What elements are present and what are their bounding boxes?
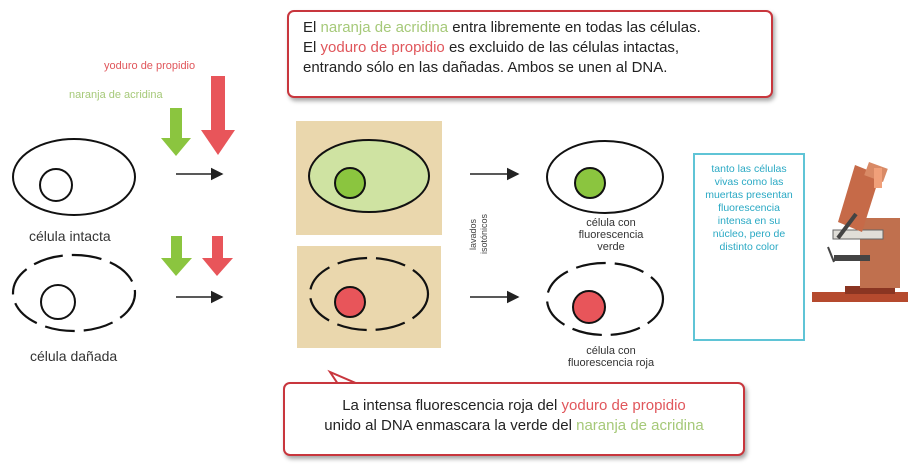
damaged-cell-caption: célula dañada xyxy=(30,348,118,364)
side-note-text: tanto las células vivas como las muertas… xyxy=(705,163,793,253)
bottom-note-line-2: unido al DNA enmascara la verde del nara… xyxy=(299,416,729,436)
propidium-label: yoduro de propidio xyxy=(104,60,196,72)
side-note-box: tanto las células vivas como las muertas… xyxy=(693,153,805,341)
stained-damaged-cell xyxy=(308,256,430,332)
wash-label: lavados isotónicos xyxy=(468,213,489,255)
red-fluorescent-cell xyxy=(545,261,665,337)
green-cell-caption: célula con fluorescencia verde xyxy=(578,217,644,253)
acridine-label: naranja de acridina xyxy=(69,89,163,101)
panel-damaged xyxy=(297,246,441,348)
callout-pointer xyxy=(327,369,359,385)
green-fluorescent-cell xyxy=(546,140,664,214)
top-note-box: El naranja de acridina entra libremente … xyxy=(287,10,773,98)
bottom-note-text: unido al DNA enmascara la verde del xyxy=(324,417,577,434)
stained-intact-cell xyxy=(308,139,430,213)
bottom-note-text: La intensa fluorescencia roja del xyxy=(342,397,562,414)
acridine-arrow-bottom xyxy=(161,236,192,276)
acridine-term: naranja de acridina xyxy=(576,417,704,434)
top-note-line-2: El yoduro de propidio es excluido de las… xyxy=(303,38,757,58)
bottom-note-line-1: La intensa fluorescencia roja del yoduro… xyxy=(299,396,729,416)
propidium-arrow-top xyxy=(201,76,235,155)
damaged-cell xyxy=(11,253,137,333)
top-note-text: El xyxy=(303,39,321,56)
acridine-term: naranja de acridina xyxy=(320,19,449,36)
top-note-text: es excluido de las células intactas, xyxy=(444,39,680,56)
bottom-note-box: La intensa fluorescencia roja del yoduro… xyxy=(283,382,745,456)
top-note-text: El xyxy=(303,19,321,36)
intact-cell xyxy=(12,138,136,216)
red-cell-caption: célula con fluorescencia roja xyxy=(567,345,655,369)
top-note-line-1: El naranja de acridina entra libremente … xyxy=(303,18,757,38)
propidium-term: yoduro de propidio xyxy=(320,39,445,56)
top-note-text: entra libremente en todas las células. xyxy=(448,19,701,36)
intact-cell-caption: célula intacta xyxy=(29,228,111,244)
propidium-arrow-bottom xyxy=(202,236,233,276)
microscope-icon xyxy=(812,162,908,302)
acridine-arrow-top xyxy=(161,108,191,156)
top-note-line-3: entrando sólo en las dañadas. Ambos se u… xyxy=(303,59,668,76)
propidium-term: yoduro de propidio xyxy=(561,397,686,414)
